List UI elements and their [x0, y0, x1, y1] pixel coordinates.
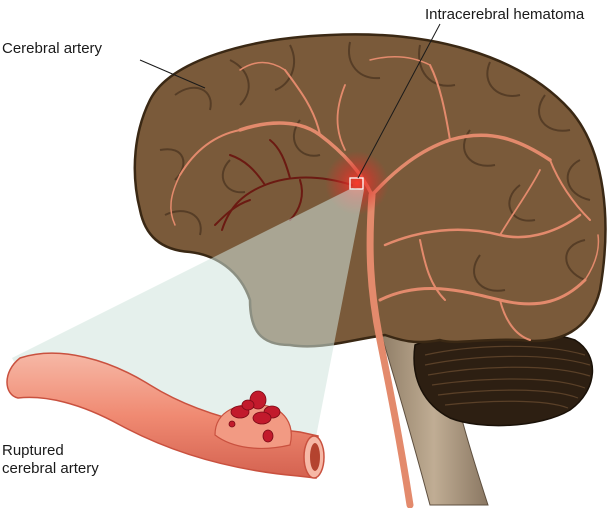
label-cerebral-artery: Cerebral artery [2, 40, 103, 57]
cerebral-arteries [170, 55, 600, 508]
label-ruptured-cerebral-artery: Ruptured cerebral artery [2, 442, 99, 478]
label-intracerebral-hematoma: Intracerebral hematoma [425, 6, 585, 23]
label-ruptured-line2: cerebral artery [2, 460, 99, 477]
leader-cerebral-artery [139, 59, 206, 89]
cerebellum-folds [424, 345, 591, 409]
leader-hematoma [357, 23, 441, 179]
blood-clot [228, 390, 281, 443]
label-ruptured-line1: Ruptured [2, 442, 64, 459]
cerebellum [413, 330, 594, 427]
